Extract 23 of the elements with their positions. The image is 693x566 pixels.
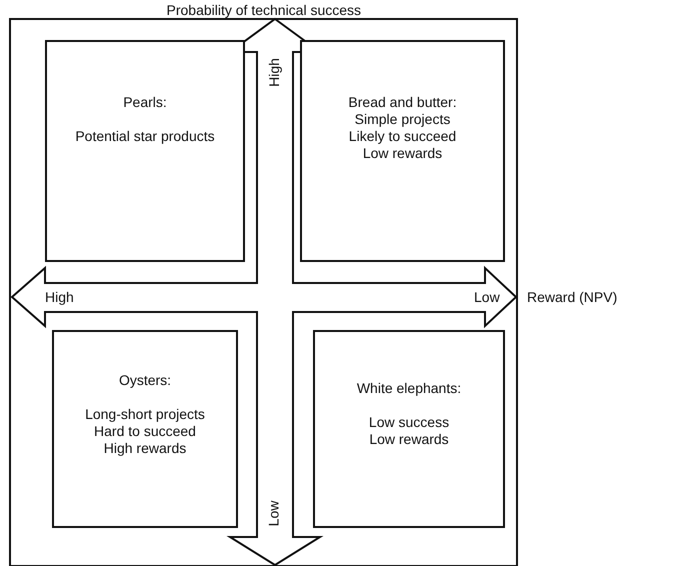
axis-end-label: High [45, 288, 74, 306]
quadrant-box [300, 40, 505, 262]
quadrant-description: Likely to succeed [348, 128, 456, 145]
quadrant-box [45, 40, 245, 262]
quadrant-description: Simple projects [354, 111, 452, 128]
quadrant-description: High rewards [102, 440, 188, 457]
axis-end-label: Low [265, 500, 282, 526]
quadrant-box [52, 330, 238, 528]
quadrant-description: Long-short projects [85, 406, 205, 423]
axis-end-label: High [265, 58, 282, 86]
axis-title: Probability of technical success [166, 2, 362, 18]
quadrant-box [313, 330, 505, 528]
quadrant-title: White elephants: [356, 380, 462, 397]
axis-end-label: Low [474, 288, 500, 306]
quadrant-title: Bread and butter: [348, 94, 457, 111]
quadrant-description: Low rewards [368, 431, 450, 448]
quadrant-description: Hard to succeed [93, 423, 197, 440]
quadrant-title: Oysters: [118, 372, 172, 389]
quadrant-description: Low success [368, 414, 450, 431]
axis-title: Reward (NPV) [527, 288, 618, 306]
quadrant-description: Low rewards [362, 145, 444, 162]
quadrant-description: Potential star products [75, 128, 215, 145]
quadrant-title: Pearls: [123, 94, 167, 111]
